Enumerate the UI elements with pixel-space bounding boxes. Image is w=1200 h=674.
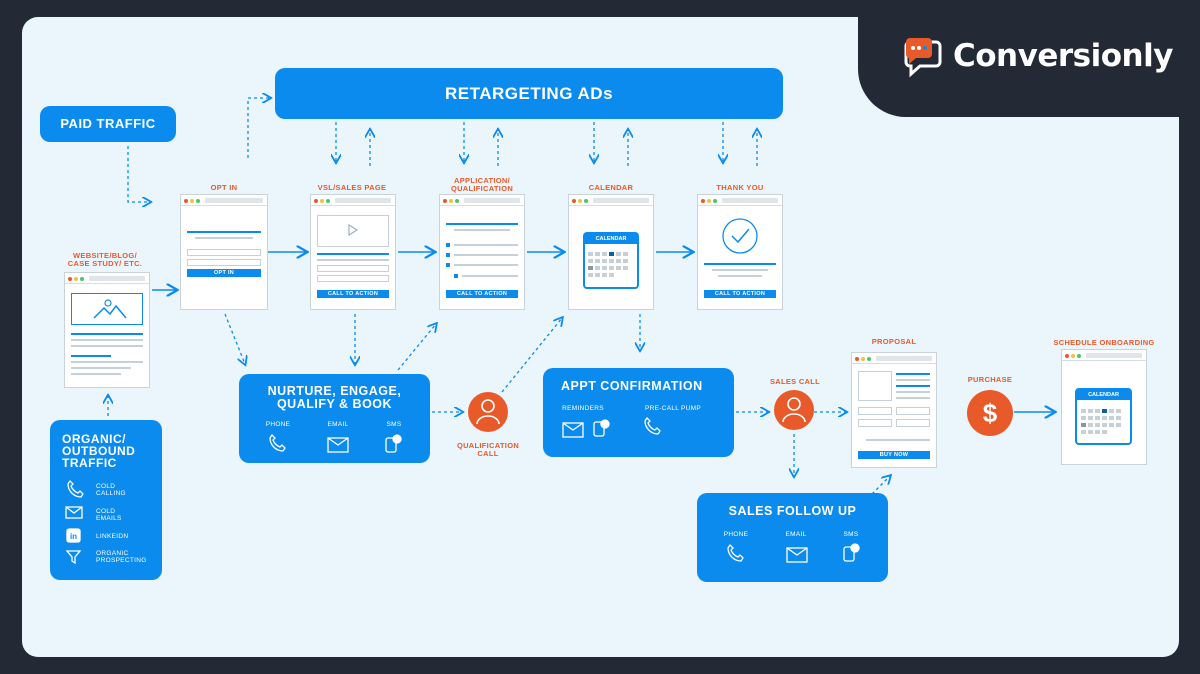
calendar-grid-icon bbox=[588, 252, 628, 277]
application-label: APPLICATION/QUALIFICATION bbox=[430, 177, 534, 193]
nurture-title-line1: NURTURE, ENGAGE, bbox=[267, 384, 402, 398]
appt-reminders-label: REMINDERS bbox=[562, 405, 604, 412]
chat-bubble-logo-icon bbox=[904, 38, 942, 78]
organic-item-line2: EMAILS bbox=[96, 515, 122, 522]
diagram-panel bbox=[22, 17, 1179, 657]
application-label-line1: APPLICATION/ bbox=[454, 176, 510, 185]
calendar-label: CALENDAR bbox=[588, 183, 634, 192]
followup-title: SALES FOLLOW UP bbox=[728, 504, 857, 518]
play-icon bbox=[348, 223, 359, 237]
email-icon bbox=[786, 547, 808, 563]
thankyou-cta-button[interactable]: CALL TO ACTION bbox=[704, 290, 776, 298]
vsl-cta-button[interactable]: CALL TO ACTION bbox=[317, 290, 389, 298]
onboarding-calendar-grid-icon bbox=[1081, 409, 1121, 434]
organic-item-line1: ORGANIC bbox=[96, 550, 129, 557]
followup-channel-email: EMAIL bbox=[785, 531, 807, 538]
application-cta-button[interactable]: CALL TO ACTION bbox=[446, 290, 518, 298]
appt-precall-label: PRE-CALL PUMP bbox=[644, 405, 702, 412]
organic-title-line3: TRAFFIC bbox=[62, 456, 117, 470]
sales-call-person-icon bbox=[774, 390, 814, 430]
application-page: CALL TO ACTION bbox=[439, 194, 525, 310]
organic-title-line1: ORGANIC/ bbox=[62, 432, 126, 446]
nurture-channel-email: EMAIL bbox=[327, 421, 349, 428]
email-icon bbox=[562, 422, 584, 438]
organic-item-line1: COLD bbox=[96, 508, 116, 515]
onboarding-label: SCHEDULE ONBOARDING bbox=[1053, 338, 1155, 347]
email-icon bbox=[327, 437, 349, 453]
svg-text:in: in bbox=[70, 532, 77, 541]
image-placeholder bbox=[71, 293, 143, 325]
organic-title-line2: OUTBOUND bbox=[62, 444, 136, 458]
mountain-image-icon bbox=[93, 299, 127, 319]
sales-call-label: SALES CALL bbox=[769, 377, 821, 386]
vsl-label: VSL/SALES PAGE bbox=[317, 183, 387, 192]
application-label-line2: QUALIFICATION bbox=[450, 184, 514, 193]
website-label: WEBSITE/BLOG/CASE STUDY/ ETC. bbox=[55, 252, 155, 268]
paid-traffic-box: PAID TRAFFIC bbox=[40, 106, 176, 142]
nurture-channel-sms: SMS bbox=[386, 421, 402, 428]
retargeting-ads-box: RETARGETING ADs bbox=[275, 68, 783, 119]
qualification-call-person-icon bbox=[468, 392, 508, 432]
organic-item-line1: COLD bbox=[96, 483, 116, 490]
email-icon bbox=[65, 506, 83, 519]
phone-icon bbox=[269, 433, 286, 452]
website-label-line2: CASE STUDY/ ETC. bbox=[67, 259, 143, 268]
proposal-page: BUY NOW bbox=[851, 352, 937, 468]
purchase-circle: $ bbox=[967, 390, 1013, 436]
buy-now-button[interactable]: BUY NOW bbox=[858, 451, 930, 459]
sms-icon bbox=[385, 434, 402, 453]
funnel-icon bbox=[65, 550, 82, 565]
appt-confirmation-box: APPT CONFIRMATION bbox=[543, 368, 734, 457]
linkedin-icon bbox=[66, 528, 81, 543]
optin-label: OPT IN bbox=[210, 183, 238, 192]
calendar-widget-title: CALENDAR bbox=[585, 234, 637, 244]
website-label-line1: WEBSITE/BLOG/ bbox=[73, 251, 137, 260]
nurture-engage-box: NURTURE, ENGAGE, QUALIFY & BOOK bbox=[239, 374, 430, 463]
appt-title: APPT CONFIRMATION bbox=[561, 379, 703, 393]
website-page bbox=[64, 272, 150, 388]
checkmark-circle-icon bbox=[722, 218, 758, 254]
purchase-label: PURCHASE bbox=[967, 375, 1013, 384]
dollar-icon: $ bbox=[982, 398, 998, 428]
nurture-title-line2: QUALIFY & BOOK bbox=[276, 397, 393, 411]
retargeting-title: RETARGETING ADs bbox=[444, 84, 614, 103]
vsl-page: CALL TO ACTION bbox=[310, 194, 396, 310]
nurture-channel-phone: PHONE bbox=[265, 421, 291, 428]
organic-item-line1: LINKEIDN bbox=[96, 533, 129, 540]
optin-page: OPT IN bbox=[180, 194, 268, 310]
phone-icon bbox=[644, 416, 661, 435]
sms-icon bbox=[593, 419, 610, 437]
brand-name: Conversionly bbox=[953, 38, 1173, 74]
qualification-call-line2: CALL bbox=[477, 449, 499, 458]
qualification-call-line1: QUALIFICATION bbox=[456, 441, 520, 450]
organic-item-linkedin: LINKEIDN bbox=[96, 533, 128, 540]
paid-traffic-title: PAID TRAFFIC bbox=[60, 116, 156, 131]
thankyou-label: THANK YOU bbox=[716, 183, 764, 192]
sales-follow-up-box: SALES FOLLOW UP bbox=[697, 493, 888, 582]
thankyou-page: CALL TO ACTION bbox=[697, 194, 783, 310]
optin-cta-button[interactable]: OPT IN bbox=[187, 269, 261, 277]
organic-item-line2: CALLING bbox=[96, 490, 126, 497]
followup-channel-phone: PHONE bbox=[723, 531, 749, 538]
onboarding-calendar-title: CALENDAR bbox=[1077, 390, 1130, 400]
proposal-label: PROPOSAL bbox=[871, 337, 917, 346]
video-player bbox=[317, 215, 389, 247]
phone-icon bbox=[727, 543, 744, 562]
sms-icon bbox=[843, 543, 860, 562]
followup-channel-sms: SMS bbox=[843, 531, 859, 538]
phone-icon bbox=[67, 479, 84, 498]
organic-item-line2: PROSPECTING bbox=[96, 557, 147, 564]
